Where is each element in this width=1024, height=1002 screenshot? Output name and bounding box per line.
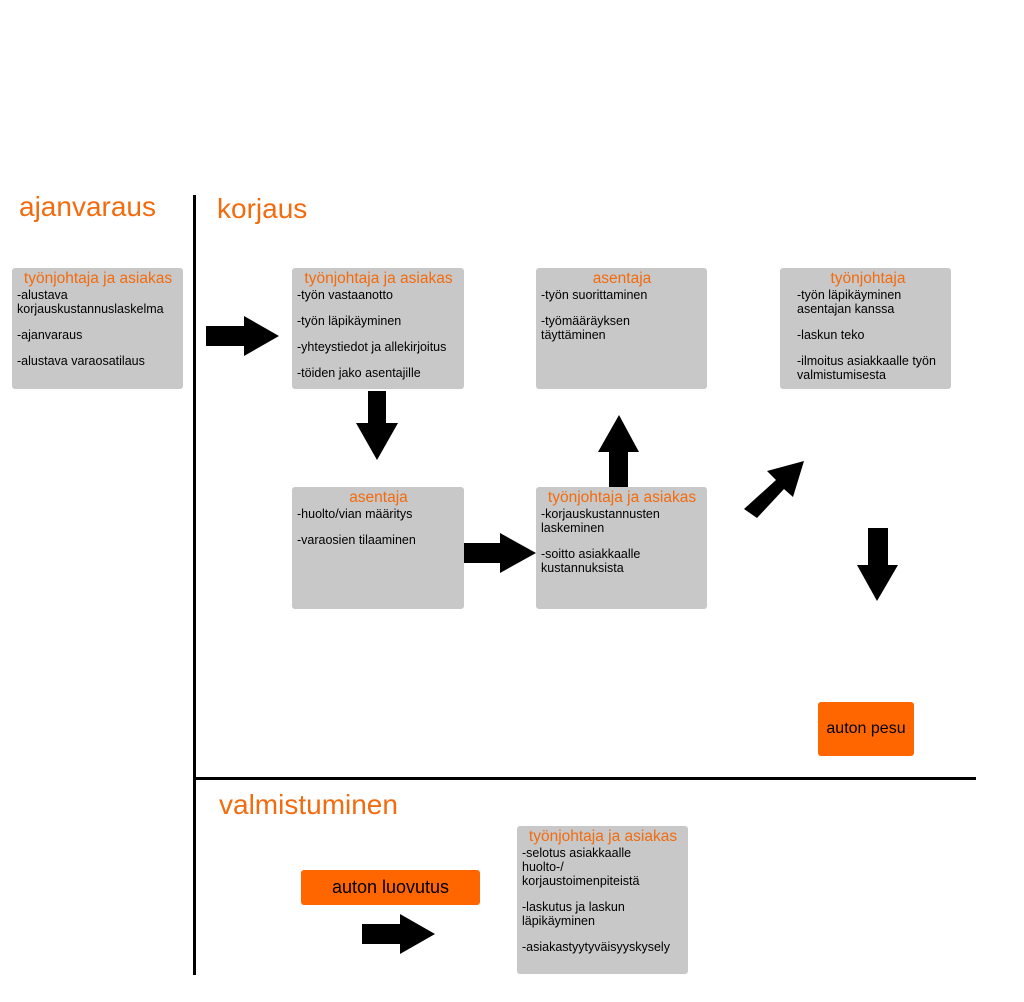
intake-box-title: työnjohtaja ja asiakas bbox=[304, 270, 453, 287]
intake-item: -työn vastaanotto bbox=[297, 288, 393, 302]
diagnosis-box: asentaja -huolto/vian määritys -varaosie… bbox=[292, 487, 464, 609]
booking-item: -alustava varaosatilaus bbox=[17, 354, 145, 368]
handover-box-title: työnjohtaja ja asiakas bbox=[528, 828, 678, 845]
arrow-diagonal-icon bbox=[744, 461, 804, 518]
section-title-valmistuminen: valmistuminen bbox=[219, 789, 398, 820]
diagnosis-item: -varaosien tilaaminen bbox=[297, 533, 416, 547]
execution-box: asentaja -työn suorittaminen -työmääräyk… bbox=[536, 268, 707, 389]
intake-item: -työn läpikäyminen bbox=[297, 314, 402, 328]
review-item: -ilmoitus asiakkaalle työn valmistumises… bbox=[797, 354, 936, 382]
intake-item: -töiden jako asentajille bbox=[297, 366, 421, 380]
diagnosis-item: -huolto/vian määritys bbox=[297, 507, 413, 521]
execution-item: -työn suorittaminen bbox=[541, 288, 648, 302]
arrow-up-icon bbox=[598, 415, 639, 487]
review-box: työnjohtaja -työn läpikäyminen asentajan… bbox=[780, 268, 951, 389]
handover-item: -asiakastyytyväisyyskysely bbox=[522, 940, 670, 954]
estimate-box: työnjohtaja ja asiakas -korjauskustannus… bbox=[536, 487, 707, 609]
review-box-title: työnjohtaja bbox=[830, 270, 906, 287]
handover-box: työnjohtaja ja asiakas -selotus asiakkaa… bbox=[517, 826, 688, 974]
vertical-divider bbox=[193, 195, 196, 975]
wash-box: auton pesu bbox=[818, 702, 914, 756]
delivery-box: auton luovutus bbox=[301, 870, 480, 905]
estimate-box-title: työnjohtaja ja asiakas bbox=[547, 489, 697, 506]
handover-item: -selotus asiakkaalle huolto-/ korjaustoi… bbox=[522, 846, 640, 888]
horizontal-divider bbox=[195, 777, 976, 780]
section-title-ajanvaraus: ajanvaraus bbox=[19, 191, 156, 222]
arrow-right-icon bbox=[464, 533, 536, 573]
booking-box: työnjohtaja ja asiakas -alustava korjaus… bbox=[12, 268, 183, 389]
execution-item: -työmääräyksen täyttäminen bbox=[541, 314, 630, 342]
arrow-right-icon bbox=[362, 914, 435, 954]
intake-item: -yhteystiedot ja allekirjoitus bbox=[297, 340, 447, 354]
arrow-right-icon bbox=[206, 316, 279, 356]
section-title-korjaus: korjaus bbox=[217, 193, 308, 224]
arrow-down-icon bbox=[857, 528, 898, 601]
estimate-item: -korjauskustannusten laskeminen bbox=[541, 507, 660, 535]
booking-box-title: työnjohtaja ja asiakas bbox=[23, 270, 173, 287]
booking-item: -ajanvaraus bbox=[17, 328, 83, 342]
execution-box-title: asentaja bbox=[592, 270, 652, 287]
diagnosis-box-title: asentaja bbox=[349, 489, 408, 506]
handover-item: -laskutus ja laskun läpikäyminen bbox=[522, 900, 625, 928]
estimate-item: -soitto asiakkaalle kustannuksista bbox=[541, 547, 641, 575]
arrow-down-icon bbox=[356, 391, 398, 460]
review-item: -laskun teko bbox=[797, 328, 865, 342]
booking-item: -alustava korjauskustannuslaskelma bbox=[17, 288, 164, 316]
intake-box: työnjohtaja ja asiakas -työn vastaanotto… bbox=[292, 268, 464, 389]
review-item: -työn läpikäyminen asentajan kanssa bbox=[797, 288, 902, 316]
